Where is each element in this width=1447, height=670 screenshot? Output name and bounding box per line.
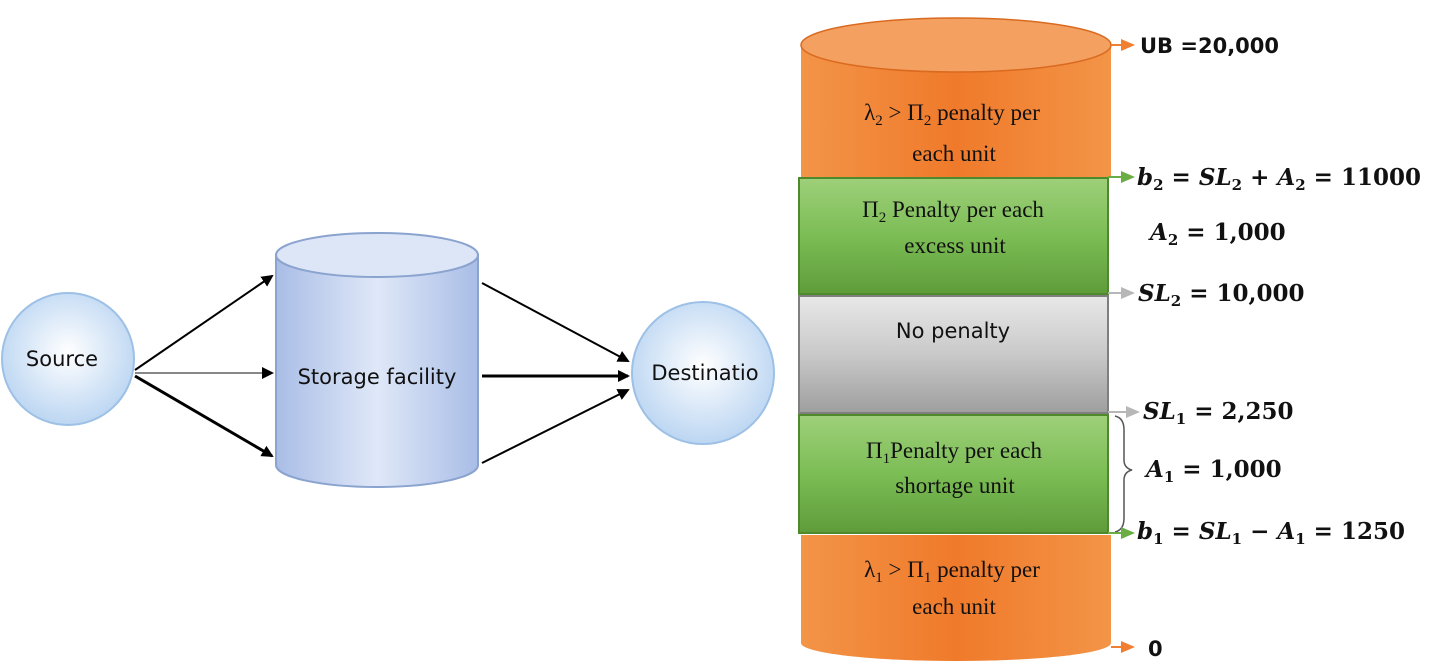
arrow-storage-to-dest-bottom — [481, 389, 630, 464]
cylinder-top-cap — [800, 17, 1112, 73]
svg-text:Π2 Penalty per each: Π2 Penalty per each — [862, 197, 1044, 226]
storage-facility-cylinder: Storage facility — [275, 232, 479, 488]
a1-label: A1 = 1,000 — [1144, 456, 1282, 486]
upper-zone-text: Π2 Penalty per each excess unit — [862, 197, 1044, 258]
no-penalty-label: No penalty — [896, 319, 1010, 343]
upper-zone-line2: excess unit — [904, 233, 1006, 258]
ub-label: UB =20,000 — [1140, 34, 1279, 58]
lower-zone-line2: shortage unit — [895, 473, 1015, 498]
destination-node: Destinatio — [631, 301, 775, 445]
b1-label: b1 = SL1 − A1 = 1250 — [1137, 518, 1405, 548]
destination-label: Destinatio — [651, 361, 758, 385]
sl2-label: SL2 = 10,000 — [1138, 280, 1305, 310]
arrow-storage-to-dest-top — [481, 282, 630, 362]
top-zone-line2: each unit — [912, 141, 996, 166]
arrow-source-to-storage-bottom — [134, 374, 274, 458]
zero-label: 0 — [1148, 637, 1163, 661]
source-label: Source — [26, 347, 98, 371]
storage-facility-label: Storage facility — [298, 365, 457, 389]
flow-arrows — [134, 274, 630, 464]
bottom-zone — [801, 535, 1111, 661]
top-zone-text: λ2 > Π2 penalty per each unit — [864, 100, 1040, 166]
a1-brace — [1114, 415, 1133, 533]
lower-zone-text: Π1Penalty per each shortage unit — [866, 438, 1043, 498]
svg-text:λ2 > Π2 penalty per: λ2 > Π2 penalty per — [864, 100, 1040, 129]
svg-text:Π1Penalty per each: Π1Penalty per each — [866, 438, 1043, 467]
sl1-label: SL1 = 2,250 — [1143, 398, 1294, 428]
top-lambda: λ — [864, 100, 876, 125]
upper-green-zone — [798, 177, 1109, 295]
middle-gray-zone — [798, 295, 1109, 414]
bottom-zone-line2: each unit — [912, 594, 996, 619]
a2-label: A2 = 1,000 — [1148, 219, 1286, 249]
b2-label: b2 = SL2 + A2 = 11000 — [1137, 164, 1421, 194]
top-zone — [801, 45, 1111, 177]
lower-green-zone — [798, 414, 1109, 534]
source-node: Source — [1, 292, 135, 426]
svg-text:λ1 > Π1 penalty per: λ1 > Π1 penalty per — [864, 557, 1040, 586]
arrow-source-to-storage-top — [134, 274, 274, 371]
penalty-cylinder — [798, 17, 1112, 661]
bottom-zone-text: λ1 > Π1 penalty per each unit — [864, 557, 1040, 619]
